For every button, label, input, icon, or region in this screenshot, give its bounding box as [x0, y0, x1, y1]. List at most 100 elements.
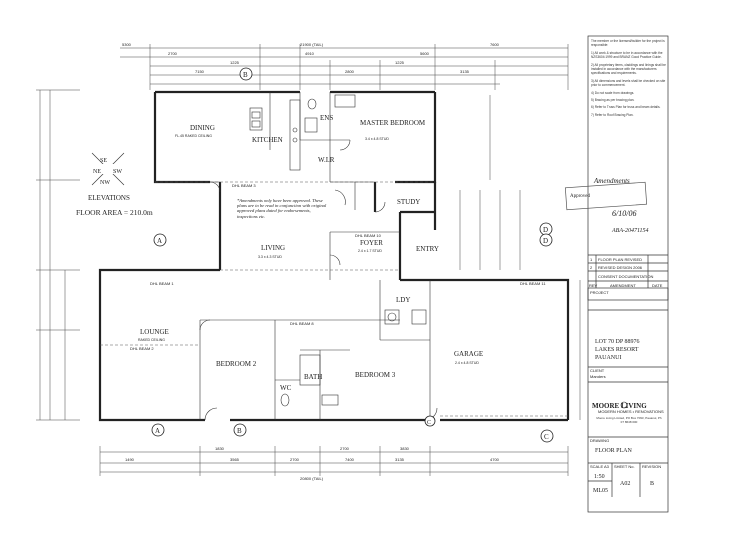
svg-text:A: A — [157, 237, 162, 245]
dimension-label: 4910 — [305, 51, 315, 56]
building-walls — [98, 90, 570, 422]
svg-text:SE: SE — [100, 158, 107, 164]
notes-heading: The member or the licensed/builder for t… — [591, 39, 665, 48]
note-2: 2) All proprietary items, claddings and … — [591, 62, 666, 76]
dimension-label: 2700 — [290, 457, 300, 462]
note-4: 4) Do not scale from drawings. — [591, 90, 635, 95]
svg-text:SW: SW — [113, 169, 122, 175]
room-wir: W.I.R — [318, 156, 335, 164]
elevations-title: ELEVATIONS — [88, 194, 130, 202]
dimension-label: 7150 — [195, 69, 205, 74]
beam-labels: DHL BEAM 3 DHL BEAM 1 DHL BEAM 2 DHL BEA… — [130, 183, 546, 351]
dimension-label: 1490 — [125, 457, 135, 462]
bathroom-fixtures — [280, 354, 339, 407]
dimension-label: 3135 — [460, 69, 470, 74]
room-lounge-note: RAKED CEILING — [138, 338, 165, 342]
project-label: PROJECT — [590, 290, 609, 295]
dimension-label: 3565 — [230, 457, 240, 462]
room-dining-note: FL.45 RAKED CEILING — [175, 134, 212, 138]
notes-panel: The member or the licensed/builder for t… — [564, 35, 669, 301]
svg-text:C: C — [427, 420, 431, 426]
svg-text:DHL BEAM 8: DHL BEAM 8 — [290, 321, 314, 326]
logo-mark-icon — [620, 401, 628, 409]
svg-text:Approved: Approved — [570, 194, 590, 199]
dimension-label: 1225 — [395, 60, 405, 65]
room-master-note: 3.4 x 4.8 STUD — [365, 137, 389, 141]
left-dimensions — [36, 89, 80, 421]
room-labels: DINING FL.45 RAKED CEILING KITCHEN ENS M… — [138, 114, 483, 392]
ensuite-fixtures — [304, 94, 356, 133]
company-subtitle: MODERN HOMES • RENOVATIONS — [598, 409, 664, 414]
note-6: 6) Refer to Truss Plan for truss and bea… — [591, 105, 661, 110]
dimension-label: 2700 — [340, 446, 350, 451]
svg-text:D: D — [543, 226, 548, 234]
svg-text:CONSENT DOCUMENTATION: CONSENT DOCUMENTATION — [598, 274, 653, 279]
svg-text:DATE: DATE — [652, 283, 663, 288]
laundry-fixtures — [384, 309, 427, 325]
dimension-label: 3830 — [400, 446, 410, 451]
svg-text:REV: REV — [589, 283, 598, 288]
section-marker-d2: D — [539, 233, 553, 247]
company-name: MOORE LIVING — [592, 402, 647, 410]
dimension-label: 7400 — [345, 457, 355, 462]
section-marker-b-top: B — [239, 67, 253, 81]
amendment-note: *Amendments only have been approved. The… — [237, 198, 326, 219]
note-7: 7) Refer to Roof Bracing Plan. — [591, 112, 634, 117]
section-marker-c-bottom: C — [540, 429, 554, 443]
drawing-name: FLOOR PLAN — [595, 448, 633, 454]
svg-text:NE: NE — [93, 169, 101, 175]
dimension-label: 2800 — [345, 69, 355, 74]
room-living-note: 3.3 x 4.3 STUD — [258, 255, 282, 259]
scale-label: SCALE A3 — [590, 464, 610, 469]
compass: SE NE SW NW — [91, 152, 125, 186]
room-living: LIVING — [261, 244, 285, 252]
revision-label: REVISION — [642, 464, 661, 469]
svg-text:B: B — [243, 71, 248, 79]
kitchen-fixtures — [249, 99, 301, 171]
svg-text:DHL BEAM 3: DHL BEAM 3 — [232, 183, 256, 188]
room-foyer: FOYER — [360, 239, 383, 247]
client-name: Manders — [590, 374, 606, 379]
dimension-label: 1225 — [230, 60, 240, 65]
client-label: CLIENT — [590, 368, 605, 373]
svg-text:DHL BEAM 11: DHL BEAM 11 — [520, 281, 546, 286]
section-marker-c-mid: C — [424, 415, 436, 427]
svg-text:2: 2 — [590, 265, 593, 270]
svg-text:DHL BEAM 1: DHL BEAM 1 — [150, 281, 174, 286]
svg-text:DHL BEAM 10: DHL BEAM 10 — [355, 233, 382, 238]
room-entry: ENTRY — [416, 245, 439, 253]
dimension-label: 1830 — [215, 446, 225, 451]
sheet-value: A02 — [620, 481, 630, 487]
room-master: MASTER BEDROOM — [360, 119, 426, 127]
floor-area: FLOOR AREA = 210.0m — [76, 208, 153, 217]
svg-text:A: A — [155, 427, 160, 435]
section-marker-b-bottom: B — [233, 423, 247, 437]
room-bedroom2: BEDROOM 2 — [216, 360, 257, 368]
note-3: 3) All dimensions and levels shall be ch… — [591, 78, 666, 88]
svg-text:D: D — [543, 237, 548, 245]
room-bath: BATH — [304, 373, 322, 381]
approval-stamp: Amendments Approved 6/10/06 ABA-20471154 — [564, 177, 649, 234]
room-kitchen: KITCHEN — [252, 136, 283, 144]
bottom-overall-dimension: 20800 (TAIL) — [300, 476, 324, 481]
drawing-label: DRAWING — [590, 438, 609, 443]
room-bedroom3: BEDROOM 3 — [355, 371, 396, 379]
company-address: Moore Living Limited, PO Box 7093, Pauan… — [596, 416, 662, 424]
project-lot: LOT 70 DP 88976 — [595, 339, 640, 345]
svg-text:REVISED DESIGN 2006: REVISED DESIGN 2006 — [598, 265, 643, 270]
drawing-code: ML05 — [593, 488, 608, 494]
room-garage: GARAGE — [454, 350, 483, 358]
room-lounge: LOUNGE — [140, 328, 169, 336]
svg-text:B: B — [237, 427, 242, 435]
title-block: PROJECT LOT 70 DP 88976 LAKES RESORT PAU… — [587, 287, 669, 513]
dimension-label: 4700 — [490, 457, 500, 462]
company-logo: MOORE LIVING MODERN HOMES • RENOVATIONS — [592, 401, 664, 414]
top-dimensions: 21900 (TAIL) 5300 7600 2700 1225 4910 12… — [120, 42, 569, 90]
dimension-label: 5600 — [420, 51, 430, 56]
svg-text:C: C — [544, 433, 549, 441]
room-ens: ENS — [320, 114, 333, 122]
note-1: 1) All work & structure to be in accorda… — [591, 50, 663, 60]
svg-text:DHL BEAM 2: DHL BEAM 2 — [130, 346, 154, 351]
